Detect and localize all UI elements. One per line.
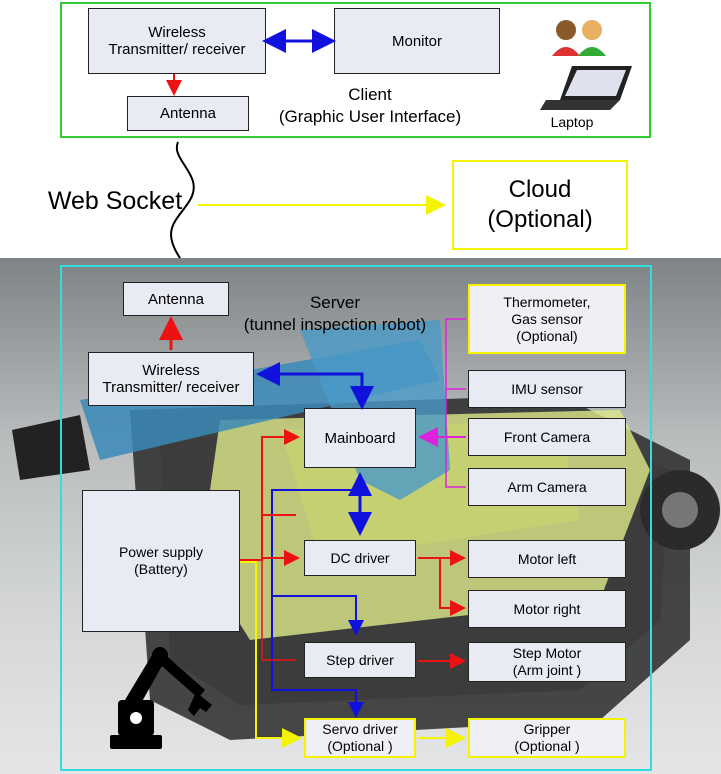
client-title: Client (Graphic User Interface) (278, 85, 462, 126)
power-supply-box: Power supply (Battery) (82, 490, 240, 632)
thermometer-gas-sensor-box: Thermometer, Gas sensor (Optional) (468, 284, 626, 354)
servo-driver-box: Servo driver (Optional ) (304, 718, 416, 758)
mainboard-box: Mainboard (304, 408, 416, 468)
motor-left-box: Motor left (468, 540, 626, 578)
front-camera-box: Front Camera (468, 418, 626, 456)
robot-arm-icon (110, 647, 212, 749)
arm-camera-box: Arm Camera (468, 468, 626, 506)
server-title: Server (tunnel inspection robot) (243, 293, 427, 334)
gripper-box: Gripper (Optional ) (468, 718, 626, 758)
client-wireless-box: Wireless Transmitter/ receiver (88, 8, 266, 74)
dc-driver-box: DC driver (304, 540, 416, 576)
step-motor-box: Step Motor (Arm joint ) (468, 642, 626, 682)
step-driver-box: Step driver (304, 642, 416, 678)
motor-right-box: Motor right (468, 590, 626, 628)
client-antenna-box: Antenna (127, 96, 249, 131)
cloud-box: Cloud (Optional) (452, 160, 628, 250)
client-frame (60, 2, 651, 138)
imu-sensor-box: IMU sensor (468, 370, 626, 408)
web-socket-label: Web Socket (47, 187, 183, 215)
server-frame (60, 265, 652, 771)
server-wireless-box: Wireless Transmitter/ receiver (88, 352, 254, 406)
server-antenna-box: Antenna (123, 282, 229, 316)
laptop-label: Laptop (550, 114, 594, 130)
client-monitor-box: Monitor (334, 8, 500, 74)
